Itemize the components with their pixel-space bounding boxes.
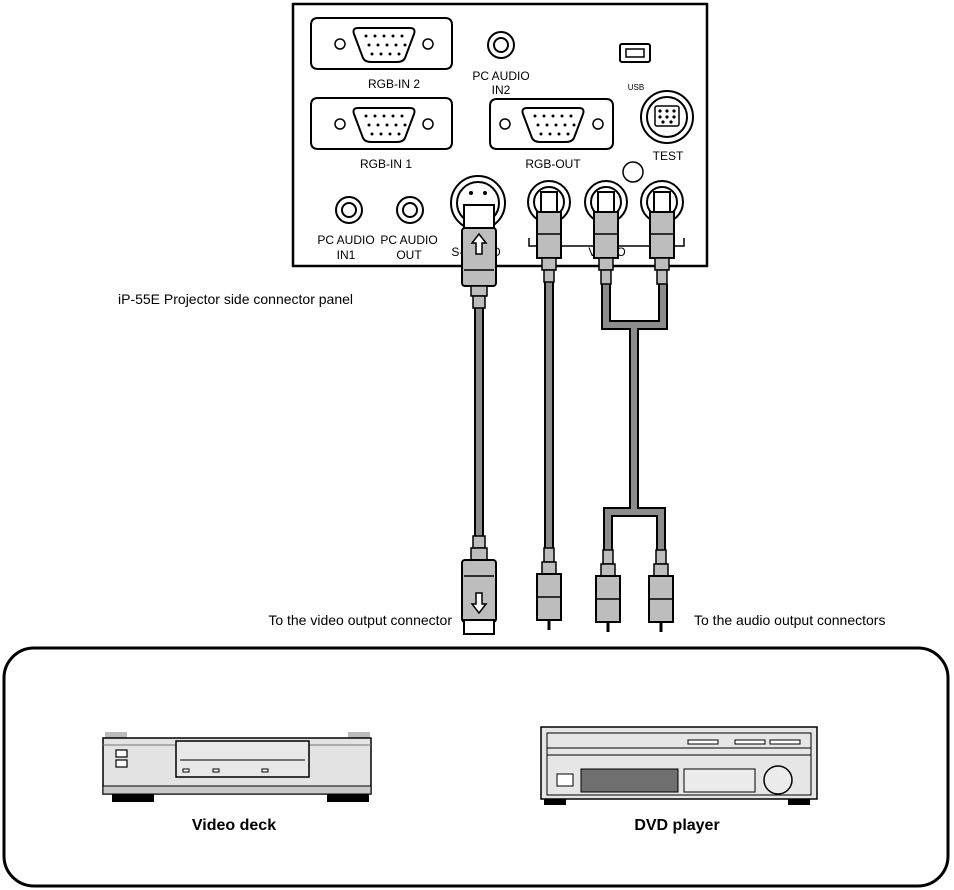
pc-audio-in1-label-line2: IN1	[337, 248, 356, 262]
video-rca-plug-top	[536, 191, 562, 283]
usb-port	[619, 43, 651, 63]
device-enclosure	[2, 646, 950, 888]
projector-connector-panel: RGB-IN 2 PC AUDIO IN2 USB RGB-IN 1	[291, 2, 709, 268]
rgb-in-1-connector	[310, 97, 453, 150]
audio-r-rca-plug-bottom	[648, 549, 674, 632]
video-deck-illustration	[102, 732, 372, 802]
rgb-in-2-connector	[310, 17, 453, 70]
rgb-out-connector	[489, 98, 614, 150]
audio-output-caption: To the audio output connectors	[694, 612, 885, 628]
pc-audio-out-label-line2: OUT	[396, 248, 422, 262]
indicator-hole	[622, 161, 644, 183]
pc-audio-out-label-line1: PC AUDIO	[380, 233, 437, 247]
s-video-plug-top	[461, 204, 497, 309]
test-label: TEST	[653, 149, 684, 163]
rgb-out-label: RGB-OUT	[525, 157, 581, 171]
pc-audio-in1-jack	[335, 196, 363, 224]
usb-label: USB	[628, 83, 644, 92]
pc-audio-in2-label-line1: PC AUDIO	[472, 69, 529, 83]
pc-audio-in2-label-line2: IN2	[492, 83, 511, 97]
panel-caption: iP-55E Projector side connector panel	[118, 291, 353, 307]
s-video-plug-bottom	[461, 535, 497, 635]
audio-l-rca-plug-top	[593, 191, 619, 285]
video-output-caption: To the video output connector	[268, 612, 452, 628]
rgb-in-1-label: RGB-IN 1	[360, 157, 412, 171]
pc-audio-in1-label-line1: PC AUDIO	[317, 233, 374, 247]
test-connector	[640, 90, 694, 144]
audio-r-rca-plug-top	[649, 191, 675, 285]
pc-audio-in2-jack	[487, 31, 515, 59]
dvd-player-label: DVD player	[634, 817, 719, 834]
rgb-in-2-label: RGB-IN 2	[368, 77, 420, 91]
video-deck-label: Video deck	[192, 817, 276, 834]
dvd-player-illustration	[540, 726, 818, 805]
video-rca-plug-bottom	[536, 547, 562, 630]
cables	[474, 282, 668, 554]
pc-audio-out-jack	[396, 196, 424, 224]
audio-l-rca-plug-bottom	[595, 549, 621, 632]
